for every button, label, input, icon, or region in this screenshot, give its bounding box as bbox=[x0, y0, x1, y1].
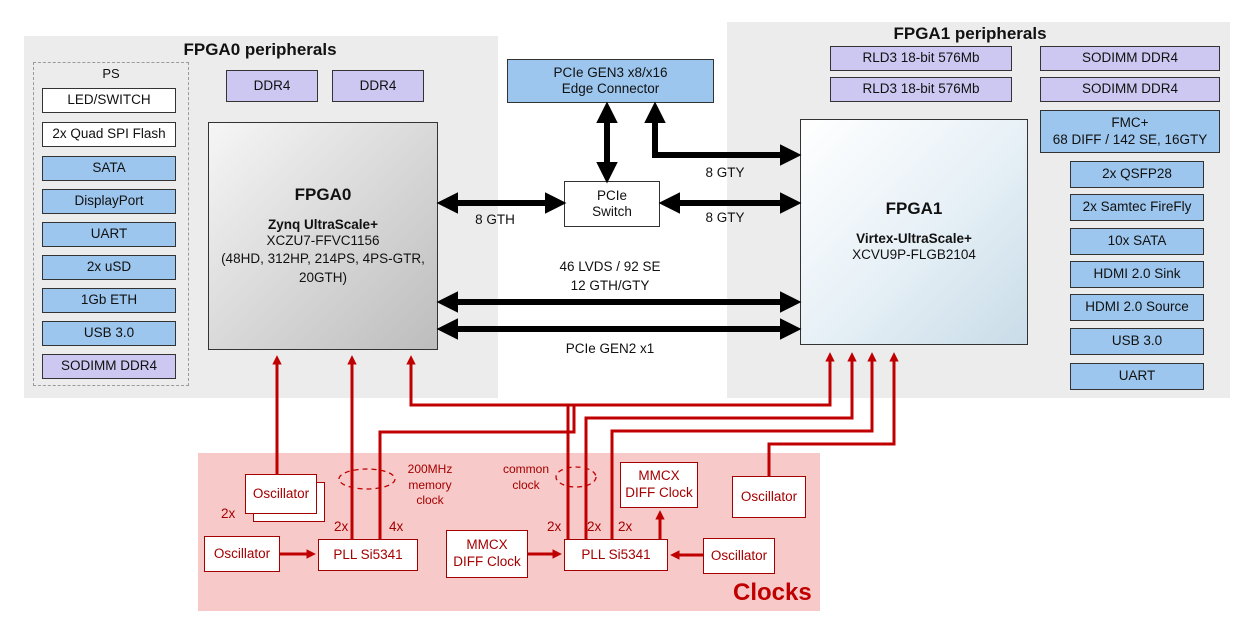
pll1-to-fpga1-arrow-c bbox=[610, 352, 877, 539]
fpga1-chip: FPGA1 Virtex-UltraScale+ XCVU9P-FLGB2104 bbox=[800, 119, 1028, 345]
fpga0-ddr4-b: DDR4 bbox=[332, 70, 424, 102]
pll-oscillator-right: Oscillator bbox=[703, 538, 775, 574]
pcie-edge-connector: PCIe GEN3 x8/x16 Edge Connector bbox=[507, 59, 714, 103]
ps-item-displayport: DisplayPort bbox=[42, 189, 176, 214]
samtec-firefly: 2x Samtec FireFly bbox=[1070, 194, 1204, 221]
pcie-switch: PCIe Switch bbox=[564, 181, 660, 227]
fpga1-sodimm-a: SODIMM DDR4 bbox=[1040, 46, 1220, 71]
mmcx-diff-clock-left: MMCX DIFF Clock bbox=[446, 530, 528, 578]
fpga0-part-line: 20GTH) bbox=[298, 269, 347, 285]
hdmi-sink: HDMI 2.0 Sink bbox=[1070, 261, 1204, 288]
fpga1-usb: USB 3.0 bbox=[1070, 328, 1204, 355]
fpga1-name: FPGA1 bbox=[885, 199, 943, 219]
rld3-memory-a: RLD3 18-bit 576Mb bbox=[830, 46, 1012, 71]
fpga1-oscillator: Oscillator bbox=[732, 476, 806, 518]
memory-clock-note: 200MHz memory clock bbox=[407, 462, 453, 508]
fpga1-sodimm-b: SODIMM DDR4 bbox=[1040, 77, 1220, 102]
ps-title: PS bbox=[102, 66, 120, 81]
edge-fpga1-arrow bbox=[644, 101, 802, 166]
fpga0-oscillator: Oscillator bbox=[245, 474, 317, 514]
ps-item-sodimm: SODIMM DDR4 bbox=[42, 354, 176, 379]
pll-si5341-fpga0: PLL Si5341 bbox=[318, 539, 418, 571]
pcie-gen2-label: PCIe GEN2 x1 bbox=[565, 341, 655, 356]
fpga1-region-title: FPGA1 peripherals bbox=[893, 24, 1047, 43]
ps-item-usb: USB 3.0 bbox=[42, 321, 176, 346]
gth-link-label: 8 GTH bbox=[475, 212, 515, 227]
fpga0-family: Zynq UltraScale+ bbox=[268, 217, 378, 233]
fpga0-ddr4-a: DDR4 bbox=[226, 70, 318, 102]
pll-oscillator-left: Oscillator bbox=[204, 536, 280, 572]
pll0-2x-label: 2x bbox=[334, 519, 349, 534]
fpga1-uart: UART bbox=[1070, 363, 1204, 390]
pll1-2x-label-b: 2x bbox=[587, 519, 602, 534]
pll1-2x-label-a: 2x bbox=[547, 519, 562, 534]
fpga1-family: Virtex-UltraScale+ bbox=[856, 231, 972, 247]
ps-item-usd: 2x uSD bbox=[42, 255, 176, 280]
pll-si5341-fpga1: PLL Si5341 bbox=[564, 539, 668, 571]
hdmi-source: HDMI 2.0 Source bbox=[1070, 294, 1204, 321]
clocks-title: Clocks bbox=[733, 579, 812, 606]
common-clock-marker bbox=[555, 466, 597, 488]
fpga0-part-line: XCZU7-FFVC1156 bbox=[266, 233, 380, 249]
qsfp28: 2x QSFP28 bbox=[1070, 161, 1204, 188]
pll0-to-fpga0-arrow-b bbox=[378, 355, 576, 539]
lvds-link-label: 46 LVDS / 92 SE 12 GTH/GTY bbox=[559, 259, 661, 293]
gty-top-label: 8 GTY bbox=[705, 165, 745, 180]
pll1-to-fpga1-arrow-b bbox=[584, 352, 857, 539]
ps-item-sata: SATA bbox=[42, 156, 176, 181]
ps-group bbox=[33, 62, 189, 386]
common-clock-note: common clock bbox=[502, 462, 549, 492]
ps-item-ethernet: 1Gb ETH bbox=[42, 288, 176, 313]
fpga0-chip: FPGA0 Zynq UltraScale+ XCZU7-FFVC1156 (4… bbox=[208, 122, 438, 350]
pll1-2x-label-c: 2x bbox=[618, 519, 633, 534]
fpga0-part-line: (48HD, 312HP, 214PS, 4PS-GTR, bbox=[221, 251, 425, 267]
pll0-4x-label: 4x bbox=[389, 519, 404, 534]
ps-item-uart: UART bbox=[42, 222, 176, 247]
osc-count-label: 2x bbox=[221, 506, 236, 521]
fpga1-part: XCVU9P-FLGB2104 bbox=[852, 247, 976, 263]
rld3-memory-b: RLD3 18-bit 576Mb bbox=[830, 77, 1012, 102]
fpga0-region-title: FPGA0 peripherals bbox=[183, 40, 337, 59]
pll1-to-fpga1-arrow-a bbox=[566, 352, 835, 539]
osc-to-fpga1-arrow bbox=[767, 352, 899, 476]
gty-mid-label: 8 GTY bbox=[705, 210, 745, 225]
ps-item-led-switch: LED/SWITCH bbox=[42, 88, 176, 113]
fpga0-name: FPGA0 bbox=[294, 185, 352, 205]
mmcx-diff-clock-right: MMCX DIFF Clock bbox=[620, 462, 698, 508]
memory-clock-marker bbox=[338, 468, 396, 490]
ps-item-quad-spi-flash: 2x Quad SPI Flash bbox=[42, 122, 176, 147]
fpga1-sata: 10x SATA bbox=[1070, 228, 1204, 255]
fmc-plus: FMC+ 68 DIFF / 142 SE, 16GTY bbox=[1040, 110, 1220, 153]
